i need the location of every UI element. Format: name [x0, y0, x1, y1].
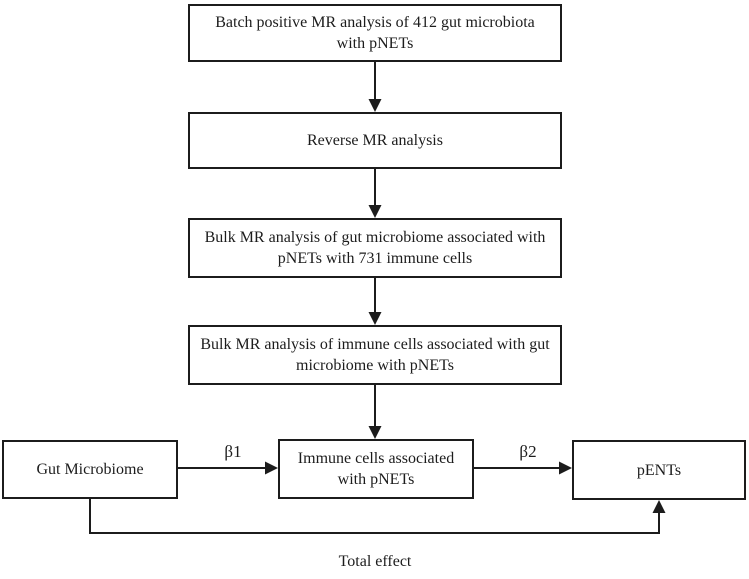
node-label: Bulk MR analysis of gut microbiome assoc…: [204, 229, 546, 246]
node-bulk-mr-immune-cells: Bulk MR analysis of immune cells associa…: [188, 325, 562, 385]
arrow-down-bulkgut-to-bulkimmune: [368, 278, 382, 325]
edge-label-beta2: β2: [519, 442, 537, 461]
edge-label-beta1: β1: [224, 442, 242, 461]
node-label: Gut Microbiome: [36, 461, 144, 478]
node-label: pNETs with 731 immune cells: [277, 250, 473, 267]
node-pents: pENTs: [572, 440, 746, 500]
node-gut-microbiome: Gut Microbiome: [2, 440, 178, 499]
node-label: Immune cells associated: [297, 450, 455, 467]
arrow-right-beta1: [178, 461, 278, 475]
node-label: with pNETs: [336, 35, 414, 52]
arrow-down-bulkimmune-to-immunecells: [368, 385, 382, 439]
node-immune-cells-associated: Immune cells associated with pNETs: [278, 439, 474, 499]
node-reverse-mr-analysis: Reverse MR analysis: [188, 112, 562, 169]
node-batch-positive-mr-analysis: Batch positive MR analysis of 412 gut mi…: [188, 4, 562, 62]
arrow-down-reverse-to-bulkgut: [368, 169, 382, 218]
node-label: Bulk MR analysis of immune cells associa…: [200, 336, 550, 353]
node-label: pENTs: [636, 461, 682, 479]
edge-label-total-effect: Total effect: [338, 553, 412, 570]
node-bulk-mr-gut-microbiome: Bulk MR analysis of gut microbiome assoc…: [188, 218, 562, 278]
arrow-right-beta2: [474, 461, 572, 475]
arrow-down-batch-to-reverse: [368, 62, 382, 112]
node-label: microbiome with pNETs: [296, 357, 454, 374]
node-label: with pNETs: [337, 471, 415, 488]
arrow-total-effect: [89, 499, 666, 534]
node-label: Batch positive MR analysis of 412 gut mi…: [215, 14, 535, 31]
node-label: Reverse MR analysis: [307, 132, 443, 149]
